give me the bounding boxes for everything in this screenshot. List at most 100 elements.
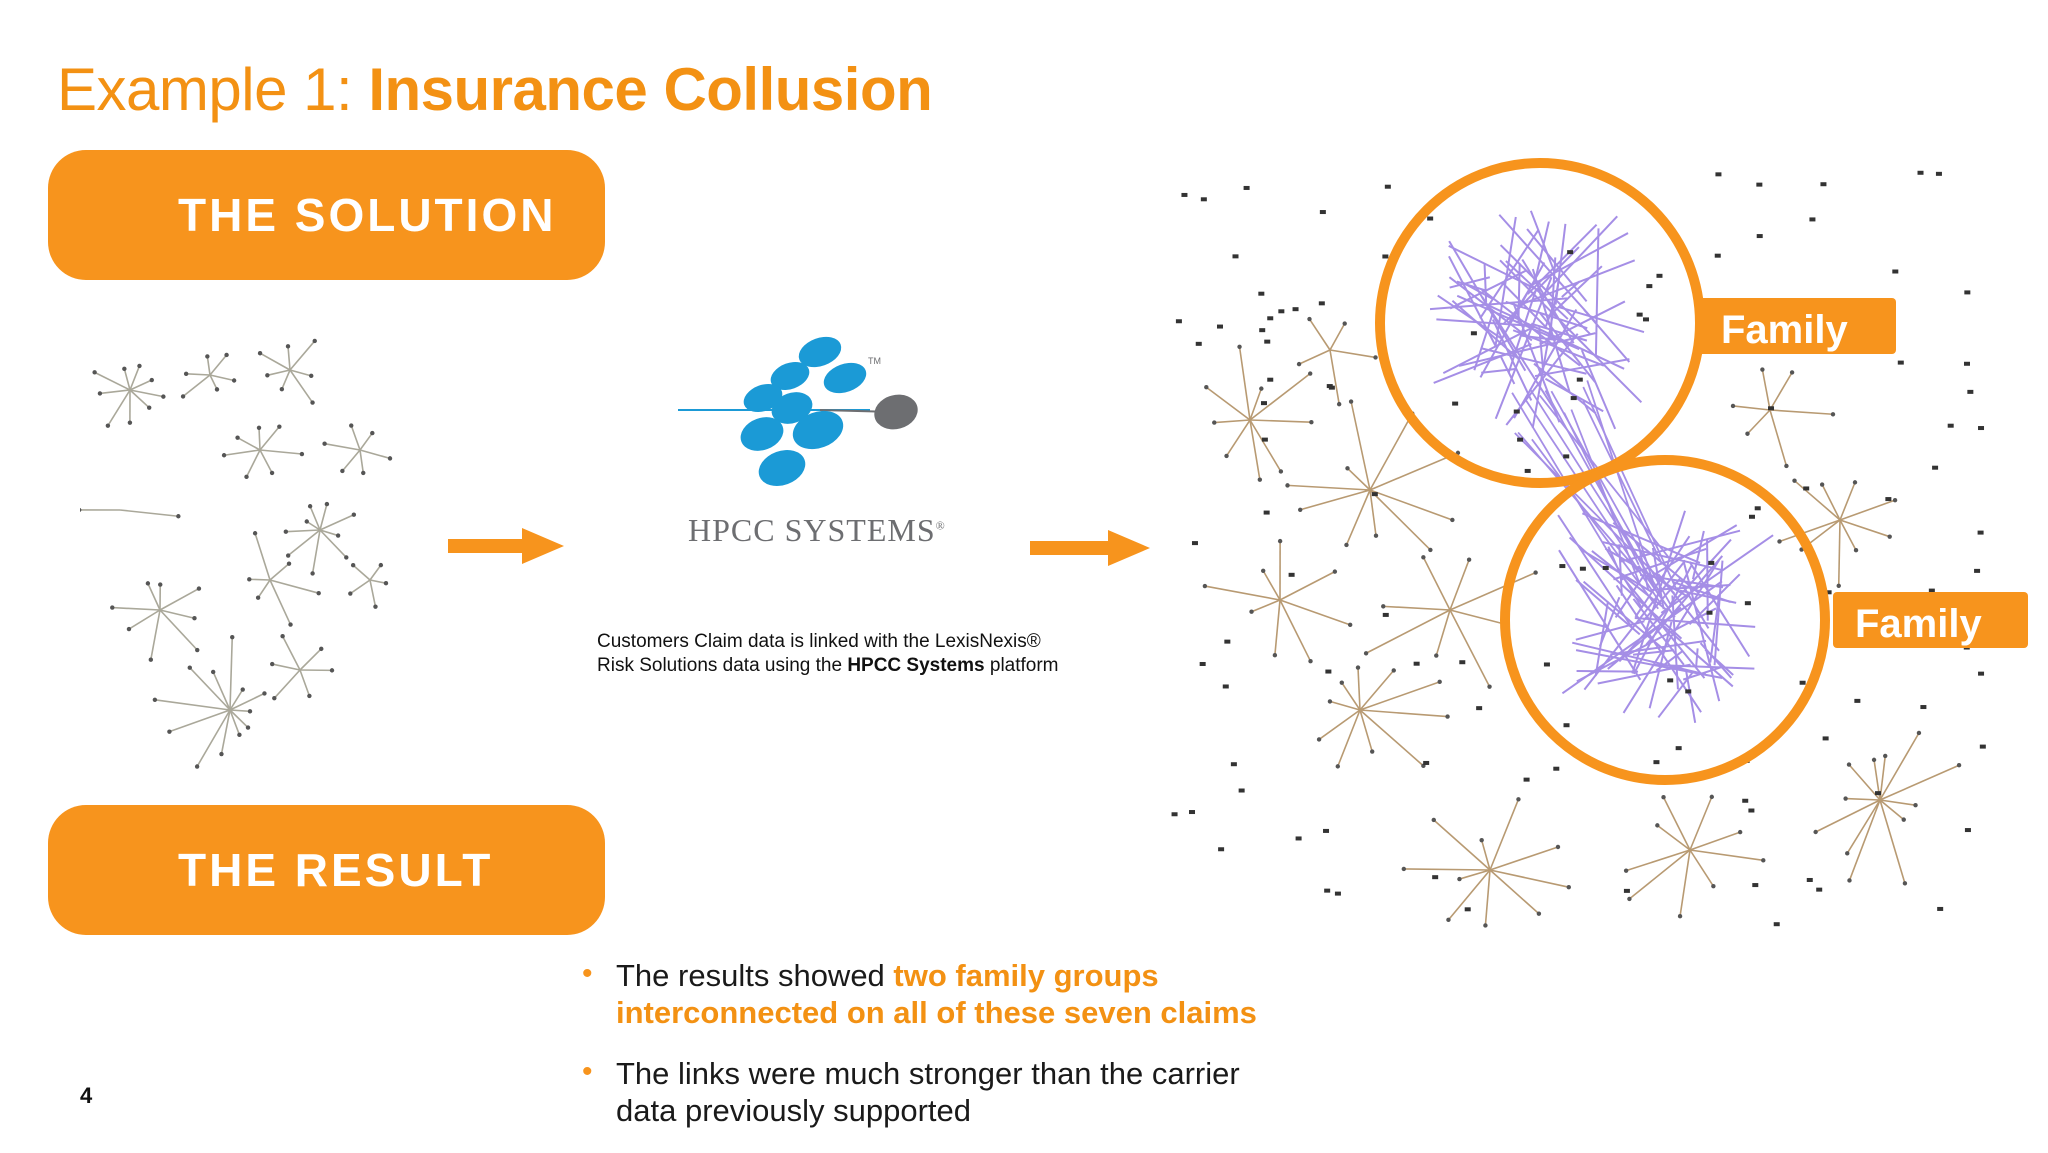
- claim-graph-edge: [313, 530, 320, 573]
- network-node: [1777, 539, 1781, 543]
- claim-graph-edge: [286, 530, 320, 532]
- network-node: [1731, 404, 1735, 408]
- trademark-mark: TM: [868, 356, 881, 366]
- network-edge: [1485, 870, 1490, 925]
- network-node: [1457, 877, 1461, 881]
- network-node: [1181, 193, 1187, 197]
- network-node: [1414, 662, 1420, 666]
- network-edge: [1250, 420, 1311, 422]
- network-node: [1204, 385, 1208, 389]
- claim-graph-node: [137, 364, 141, 368]
- network-edge: [1299, 350, 1330, 364]
- claim-graph-edge: [274, 670, 300, 698]
- network-node: [1335, 892, 1341, 896]
- network-node: [1807, 878, 1813, 882]
- network-node: [1892, 270, 1898, 274]
- network-node: [1465, 907, 1471, 911]
- network-node: [1325, 670, 1331, 674]
- claim-graph-edge: [238, 438, 260, 450]
- network-node: [1259, 386, 1263, 390]
- network-node: [1809, 217, 1815, 221]
- network-node: [1813, 830, 1817, 834]
- claim-graph-node: [305, 519, 309, 523]
- network-node: [1768, 406, 1774, 410]
- claim-graph-edge: [112, 608, 160, 610]
- title-emphasis: Insurance Collusion: [368, 56, 932, 123]
- claim-graph-node: [256, 595, 260, 599]
- claim-graph-node: [319, 647, 323, 651]
- network-edge: [1330, 350, 1339, 404]
- network-edge: [1309, 319, 1330, 350]
- family-label-upper-text: Family: [1721, 308, 1848, 352]
- network-node: [1537, 911, 1541, 915]
- result-bullets: • The results showed two family groups i…: [578, 957, 1298, 1153]
- claim-graph-edge: [151, 610, 160, 660]
- network-node: [1887, 534, 1891, 538]
- claim-graph-edge: [272, 664, 300, 670]
- network-node: [1264, 340, 1270, 344]
- network-edge: [1490, 847, 1558, 870]
- claim-graph-node: [286, 553, 290, 557]
- network-node: [1678, 914, 1682, 918]
- claim-graph-edge: [210, 355, 227, 375]
- claim-graph-node: [270, 662, 274, 666]
- claim-graph-edge: [210, 375, 234, 381]
- network-node: [1487, 684, 1491, 688]
- unlinked-claims-graph: [80, 330, 420, 790]
- network-node: [1837, 584, 1841, 588]
- network-node: [1823, 736, 1829, 740]
- network-node: [1567, 250, 1573, 254]
- claim-graph-edge: [155, 700, 230, 710]
- claim-graph-node: [308, 504, 312, 508]
- claim-graph-node: [211, 670, 215, 674]
- network-edge: [1795, 481, 1840, 520]
- network-edge: [1275, 600, 1280, 655]
- network-node: [1224, 640, 1230, 644]
- network-edge: [1214, 420, 1250, 423]
- claim-graph-node: [336, 533, 340, 537]
- network-node: [1203, 584, 1207, 588]
- family-link: [1577, 671, 1639, 672]
- network-node: [1309, 420, 1313, 424]
- claim-graph-edge: [247, 450, 260, 477]
- network-node: [1965, 828, 1971, 832]
- claim-graph-edge: [258, 580, 270, 598]
- claim-graph-edge: [320, 504, 327, 530]
- claim-graph-node: [330, 668, 334, 672]
- network-edge: [1747, 410, 1770, 434]
- network-edge: [1288, 485, 1370, 490]
- network-node: [1533, 570, 1537, 574]
- network-node: [1577, 378, 1583, 382]
- network-node: [1452, 402, 1458, 406]
- claim-graph-edge: [300, 670, 309, 696]
- network-node: [1459, 660, 1465, 664]
- network-edge: [1252, 600, 1280, 612]
- network-node: [1249, 610, 1253, 614]
- network-edge: [1206, 387, 1250, 420]
- claim-graph-node: [287, 561, 291, 565]
- bullet-icon: •: [582, 1053, 593, 1090]
- claim-graph-edge: [213, 672, 230, 710]
- claim-graph-node: [224, 353, 228, 357]
- claim-graph-node: [181, 394, 185, 398]
- network-node: [1285, 483, 1289, 487]
- claim-graph-node: [246, 725, 250, 729]
- network-node: [1336, 764, 1340, 768]
- result-bullet-1: • The results showed two family groups i…: [578, 957, 1298, 1031]
- family-link: [1707, 539, 1708, 620]
- claim-graph-node: [370, 431, 374, 435]
- network-node: [1273, 653, 1277, 657]
- network-node: [1917, 731, 1921, 735]
- family-link: [1518, 432, 1638, 571]
- claim-graph-node: [158, 582, 162, 586]
- network-node: [1893, 498, 1897, 502]
- network-node: [1293, 307, 1299, 311]
- bullet-1-text: The results showed: [616, 958, 893, 993]
- network-node: [1373, 355, 1377, 359]
- network-node: [1212, 420, 1216, 424]
- claim-graph-edge: [160, 610, 194, 618]
- network-node: [1437, 680, 1441, 684]
- network-node: [1217, 325, 1223, 329]
- network-node: [1345, 466, 1349, 470]
- claim-graph-node: [277, 424, 281, 428]
